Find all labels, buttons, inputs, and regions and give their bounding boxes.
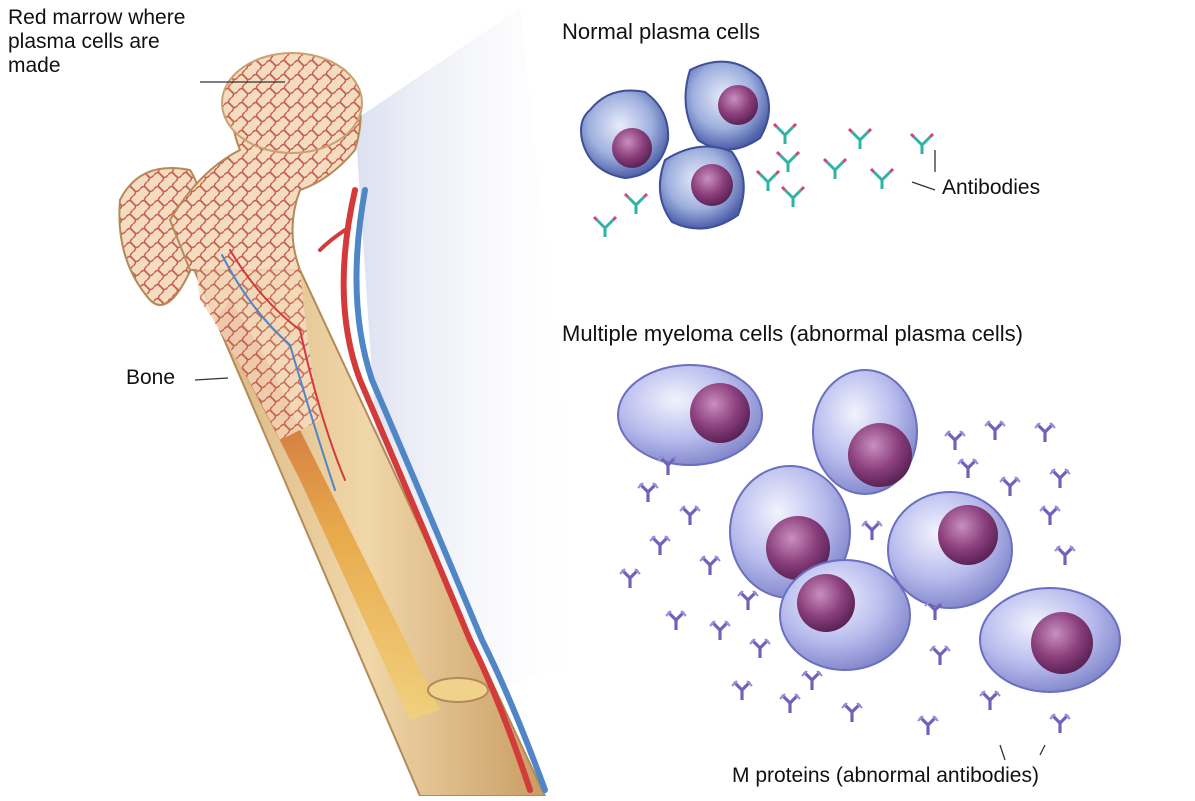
bone-label: Bone	[126, 366, 175, 390]
normal-cell-1	[581, 90, 668, 178]
myeloma-cell-6	[980, 588, 1120, 692]
myeloma-cell-2	[813, 370, 917, 494]
normal-cell-2	[686, 62, 770, 150]
myeloma-cell-5	[888, 492, 1012, 608]
normal-plasma-cells-label: Normal plasma cells	[562, 20, 760, 44]
red-marrow-label: Red marrow where plasma cells are made	[8, 6, 208, 78]
antibodies-label: Antibodies	[942, 176, 1040, 200]
myeloma-cell-1	[618, 365, 762, 465]
normal-cell-3	[660, 147, 744, 229]
myeloma-cells-label: Multiple myeloma cells (abnormal plasma …	[562, 322, 1023, 346]
myeloma-cell-4	[780, 560, 910, 670]
m-proteins-label: M proteins (abnormal antibodies)	[732, 764, 1039, 788]
normal-plasma-cells	[581, 62, 769, 229]
